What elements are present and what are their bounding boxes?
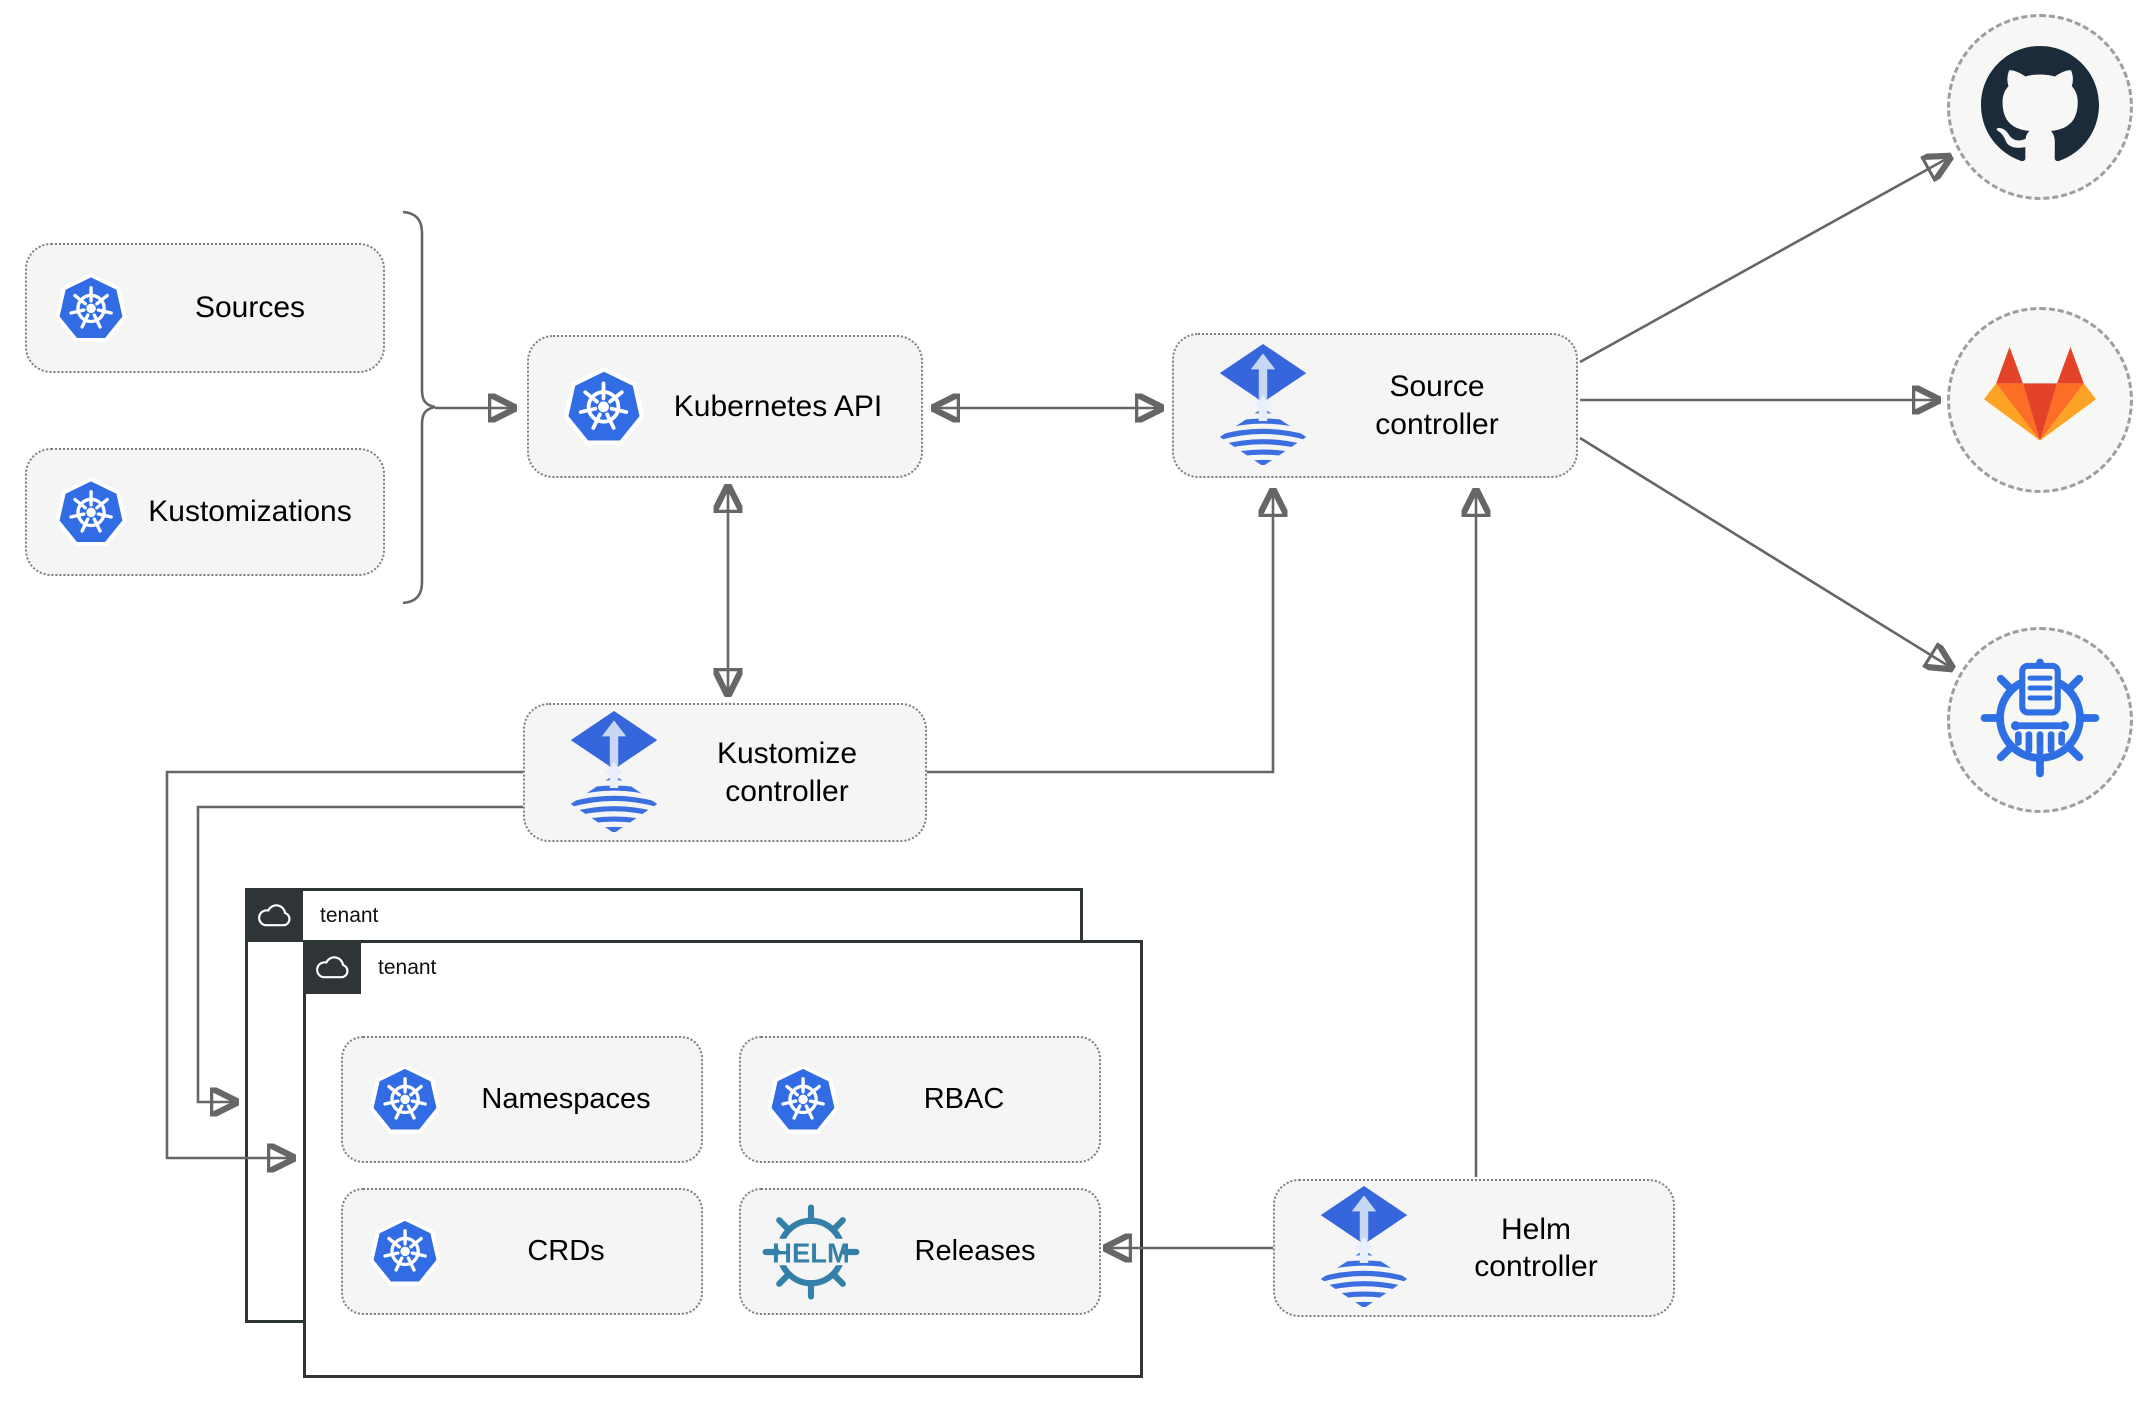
kubernetes-icon — [561, 365, 647, 449]
releases-node: HELM Releases — [739, 1188, 1101, 1315]
connector-source-github — [1579, 158, 1948, 364]
kustomize-controller-node: Kustomize controller — [523, 703, 927, 842]
kubernetes-icon — [53, 271, 129, 345]
flux-icon — [1317, 1184, 1411, 1312]
chartmuseum-endpoint — [1947, 627, 2133, 813]
flux-icon — [567, 709, 661, 837]
flux-icon — [1216, 342, 1310, 470]
connector-resources-brace — [402, 210, 436, 605]
releases-label: Releases — [914, 1235, 1036, 1268]
tenant-label: tenant — [320, 904, 379, 927]
chartmuseum-icon — [1979, 657, 2101, 784]
kubernetes-api-label: Kubernetes API — [673, 389, 883, 423]
helm-icon: HELM — [759, 1203, 863, 1300]
tenant-header — [305, 942, 361, 994]
tenant-header — [247, 890, 303, 942]
crds-label: CRDs — [527, 1235, 605, 1268]
namespaces-label: Namespaces — [481, 1083, 651, 1116]
cloud-icon — [255, 902, 295, 930]
namespaces-node: Namespaces — [341, 1036, 703, 1163]
kubernetes-icon — [765, 1063, 841, 1137]
kustomizations-label: Kustomizations — [148, 495, 352, 529]
connector-source-chartmuseum — [1579, 436, 1950, 667]
source-controller-node: Source controller — [1172, 333, 1578, 478]
gitlab-endpoint — [1947, 307, 2133, 493]
kustomize-controller-label: Kustomize controller — [716, 737, 858, 808]
kubernetes-icon — [367, 1063, 443, 1137]
gitlab-icon — [1979, 342, 2101, 459]
sources-node: Sources — [25, 243, 385, 373]
github-icon — [1981, 45, 2099, 169]
helm-wordmark: HELM — [772, 1237, 850, 1268]
kubernetes-icon — [367, 1215, 443, 1289]
tenant-box-front: tenant Namespaces — [303, 940, 1143, 1378]
cloud-icon — [313, 954, 353, 982]
github-endpoint — [1947, 14, 2133, 200]
kubernetes-icon — [53, 475, 129, 549]
tenant-label: tenant — [378, 956, 437, 979]
rbac-label: RBAC — [923, 1083, 1005, 1116]
kubernetes-api-node: Kubernetes API — [527, 335, 923, 478]
rbac-node: RBAC — [739, 1036, 1101, 1163]
connector-kustomize-source — [927, 493, 1273, 774]
source-controller-label: Source controller — [1375, 370, 1499, 441]
sources-label: Sources — [194, 291, 306, 325]
crds-node: CRDs — [341, 1188, 703, 1315]
helm-controller-label: Helm controller — [1474, 1212, 1598, 1284]
kustomizations-node: Kustomizations — [25, 448, 385, 576]
helm-controller-node: Helm controller — [1273, 1179, 1675, 1317]
